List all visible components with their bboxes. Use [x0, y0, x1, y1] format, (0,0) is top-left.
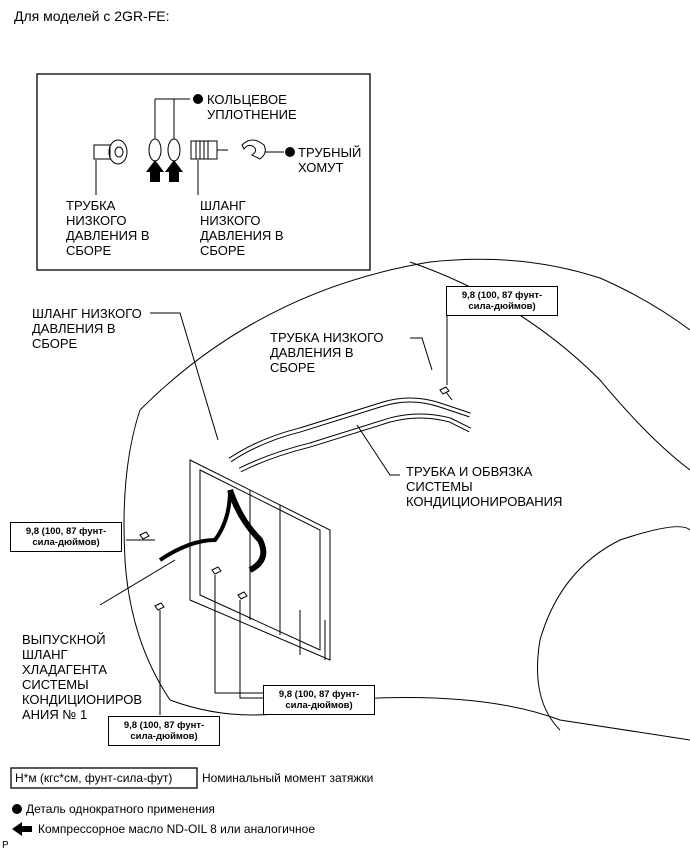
torque-spec-bottom: 9,8 (100, 87 фунт- сила-дюймов): [108, 716, 220, 746]
footer-mark: P: [2, 840, 9, 851]
ac-tubing-label: ТРУБКА И ОБВЯЗКА СИСТЕМЫ КОНДИЦИОНИРОВАН…: [406, 464, 563, 509]
low-pressure-tube-label: ТРУБКА НИЗКОГО ДАВЛЕНИЯ В СБОРЕ: [66, 198, 150, 258]
torque-spec-right: 9,8 (100, 87 фунт- сила-дюймов): [263, 685, 375, 715]
torque-spec-top: 9,8 (100, 87 фунт- сила-дюймов): [446, 286, 558, 316]
legend-oil: Компрессорное масло ND-OIL 8 или аналоги…: [38, 822, 316, 836]
legend-torque-units: Н*м (кгс*см, фунт-сила-фут): [15, 771, 173, 785]
legend-torque-desc: Номинальный момент затяжки: [202, 771, 374, 785]
pipe-clamp-label: ТРУБНЫЙ ХОМУТ: [298, 145, 362, 175]
discharge-hose-label: ВЫПУСКНОЙ ШЛАНГ ХЛАДАГЕНТА СИСТЕМЫ КОНДИ…: [22, 632, 143, 722]
o-ring-label: КОЛЬЦЕВОЕ УПЛОТНЕНИЕ: [207, 92, 297, 122]
legend-single-use: Деталь однократного применения: [26, 802, 215, 816]
tube-low-label: ТРУБКА НИЗКОГО ДАВЛЕНИЯ В СБОРЕ: [270, 330, 384, 375]
page-title: Для моделей с 2GR-FE:: [14, 8, 170, 24]
torque-spec-left: 9,8 (100, 87 фунт- сила-дюймов): [10, 522, 122, 552]
low-pressure-hose-label: ШЛАНГ НИЗКОГО ДАВЛЕНИЯ В СБОРЕ: [200, 198, 284, 258]
hose-low-label: ШЛАНГ НИЗКОГО ДАВЛЕНИЯ В СБОРЕ: [32, 306, 142, 351]
